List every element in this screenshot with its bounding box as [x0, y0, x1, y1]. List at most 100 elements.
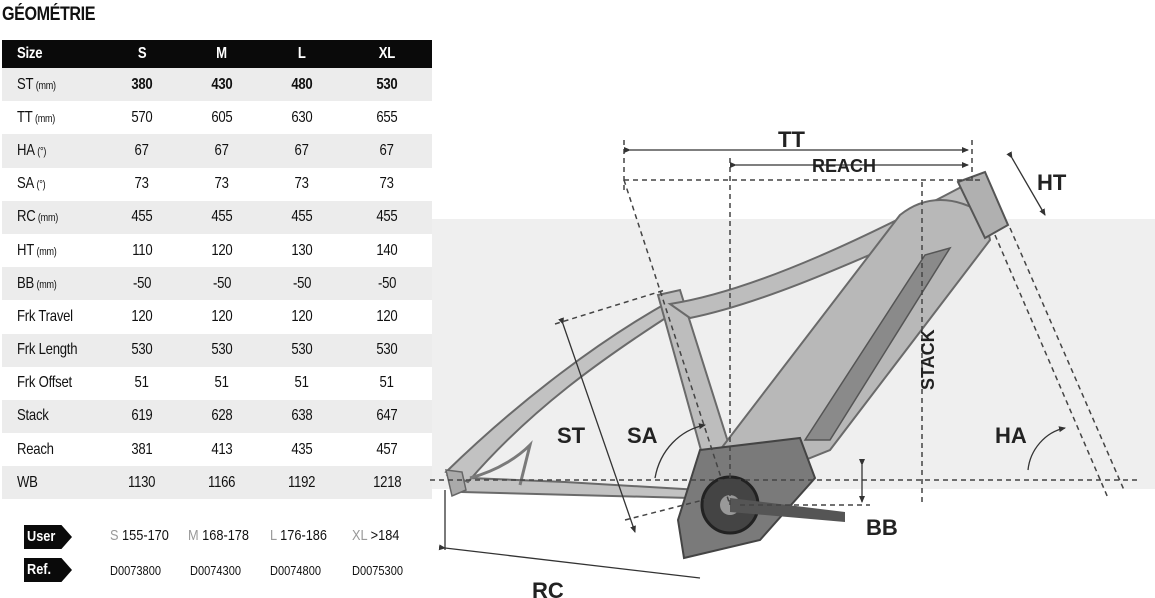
row-value: -50	[102, 267, 182, 301]
row-value: -50	[182, 267, 262, 301]
row-value: 120	[211, 307, 233, 325]
row-value: 140	[376, 241, 398, 259]
header-xl: XL	[342, 40, 432, 68]
user-size-l: L 176-186	[270, 527, 327, 544]
row-value: 647	[342, 399, 432, 434]
crank-arm	[730, 498, 845, 522]
row-value: 381	[131, 440, 153, 458]
header-l: L	[262, 40, 342, 68]
ref-tag: Ref.	[24, 558, 72, 582]
row-value: 455	[102, 200, 182, 234]
row-value: 655	[376, 108, 398, 126]
head-tube	[956, 170, 1010, 240]
user-size-s: S 155-170	[110, 527, 169, 544]
row-value: 1192	[262, 466, 342, 500]
seatstay-brace	[469, 440, 533, 486]
user-tag: User	[24, 525, 72, 549]
row-label: Reach	[17, 440, 54, 458]
row-label: Stack	[2, 399, 102, 434]
row-value: 73	[379, 175, 395, 193]
row-value: 530	[182, 333, 262, 367]
header-m: M	[182, 40, 262, 68]
row-label: Frk Length	[2, 333, 102, 367]
row-value: 570	[131, 108, 153, 126]
ref-code-m: D0074300	[190, 563, 241, 578]
row-value: 51	[379, 374, 395, 392]
header-size: Size	[2, 40, 102, 68]
label-ht: HT	[1037, 170, 1067, 195]
row-value: 67	[262, 134, 342, 168]
row-value: 435	[291, 440, 313, 458]
user-size-xl: XL >184	[352, 527, 400, 544]
user-size-m: M 168-178	[188, 527, 249, 544]
st-bottom-guide	[624, 496, 716, 521]
row-value: -50	[262, 267, 342, 301]
row-value: 51	[214, 374, 230, 392]
row-label: BB(mm)	[2, 267, 102, 301]
row-value: 67	[102, 134, 182, 168]
row-value: 530	[342, 333, 432, 367]
row-value: 628	[182, 399, 262, 434]
row-value: 51	[134, 374, 150, 392]
row-value: 380	[102, 68, 182, 102]
table-header-row: Size S M L XL	[2, 40, 432, 68]
rear-dropout	[445, 469, 467, 498]
steer-axis-1	[994, 234, 1109, 499]
seat-axis	[623, 179, 731, 506]
row-value: 480	[262, 68, 342, 102]
row-value: 455	[342, 200, 432, 234]
table-row: Frk Offset 51 51 51 51	[2, 367, 432, 400]
row-value: 619	[102, 399, 182, 434]
row-label: TT(mm)	[17, 108, 56, 126]
row-value: 73	[294, 175, 310, 193]
row-value: 73	[214, 175, 230, 193]
row-value: 130	[291, 241, 313, 259]
row-label: WB	[2, 466, 102, 500]
row-value: 67	[342, 134, 432, 168]
ref-code-xl: D0075300	[352, 563, 403, 578]
ref-code-l: D0074800	[270, 563, 321, 578]
table-row: SA(°) 73 73 73 73	[2, 168, 432, 201]
label-sa: SA	[627, 423, 658, 448]
row-value: 1166	[182, 466, 262, 500]
row-label: HA(°)	[2, 134, 102, 168]
row-value: 630	[291, 108, 313, 126]
row-value: 1218	[342, 466, 432, 500]
row-value: 530	[102, 333, 182, 367]
row-label: Frk Travel	[17, 307, 73, 325]
seatstay	[444, 298, 680, 484]
label-stack: STACK	[918, 329, 938, 390]
row-value: -50	[342, 267, 432, 301]
row-value: 51	[294, 374, 310, 392]
label-reach: REACH	[812, 156, 876, 176]
row-value: 430	[182, 68, 262, 102]
row-value: 73	[134, 175, 150, 193]
row-value: 67	[182, 134, 262, 168]
row-label: HT(mm)	[17, 241, 57, 259]
row-label: RC(mm)	[2, 200, 102, 234]
row-value: 530	[342, 68, 432, 102]
label-tt: TT	[778, 127, 805, 152]
page-title: GÉOMÉTRIE	[2, 4, 96, 25]
ref-code-s: D0073800	[110, 563, 161, 578]
label-rc: RC	[532, 578, 564, 598]
steer-axis-2	[1009, 227, 1125, 491]
row-value: 455	[182, 200, 262, 234]
label-ha: HA	[995, 423, 1027, 448]
row-label: Frk Offset	[17, 374, 72, 392]
row-value: 120	[211, 241, 233, 259]
label-st: ST	[557, 423, 586, 448]
row-value: 120	[291, 307, 313, 325]
row-label: SA(°)	[17, 175, 46, 193]
row-value: 530	[262, 333, 342, 367]
label-bb: BB	[866, 515, 898, 540]
